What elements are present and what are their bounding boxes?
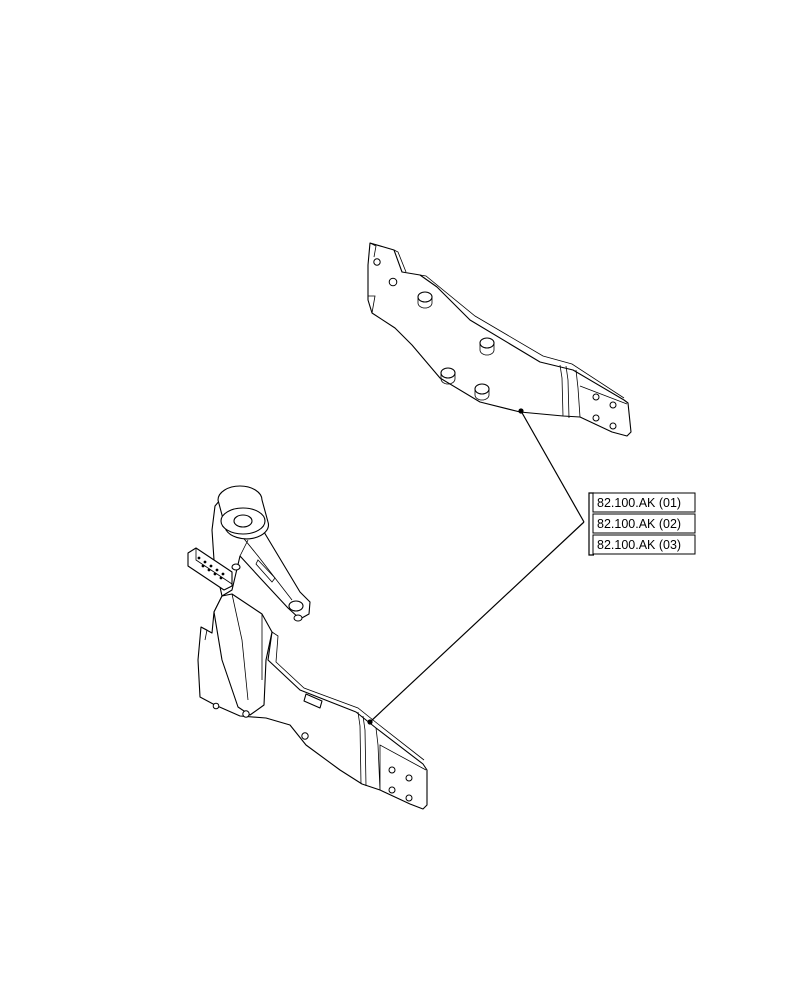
upper-plate-hole-mid	[388, 277, 398, 287]
upper-plate-flange	[559, 364, 628, 419]
leader-dot-lower	[367, 719, 373, 725]
lower-plate-hole-left	[212, 702, 220, 710]
reference-callout: 82.100.AK (01) 82.100.AK (02) 82.100.AK …	[592, 492, 696, 555]
lower-plate-flange	[357, 711, 427, 791]
lower-small-bracket	[303, 693, 323, 709]
upper-plate-hole-left	[373, 258, 381, 266]
upper-plate-bosses	[417, 291, 495, 401]
reference-label-03[interactable]: 82.100.AK (03)	[592, 534, 696, 555]
reference-label-02[interactable]: 82.100.AK (02)	[592, 513, 696, 534]
upper-plate-end-holes	[592, 393, 617, 430]
lower-plate-hole-right	[301, 732, 309, 740]
arm-roller	[217, 485, 270, 540]
reference-label-01[interactable]: 82.100.AK (01)	[592, 492, 696, 513]
callout-leaders	[367, 408, 594, 725]
lower-plate-hole-mid	[242, 710, 250, 718]
lower-plate-top-edge	[200, 626, 425, 761]
svg-text:82.100.AK (02): 82.100.AK (02)	[597, 517, 681, 531]
upper-plate-edge	[369, 242, 625, 399]
arm-slot	[255, 559, 276, 583]
leader-to-upper-plate	[520, 410, 585, 523]
lower-plate-end-holes	[388, 766, 413, 802]
upper-plate-left-step	[368, 295, 376, 314]
upper-plate-outline	[367, 242, 632, 437]
leader-dot-upper	[518, 408, 524, 414]
callout-bracket	[588, 492, 594, 556]
svg-text:82.100.AK (01): 82.100.AK (01)	[597, 496, 681, 510]
svg-text:82.100.AK (03): 82.100.AK (03)	[597, 538, 681, 552]
arm-tip-pin	[288, 600, 304, 622]
perforated-bracket	[187, 547, 241, 591]
support-column	[213, 593, 273, 716]
support-column-shading	[231, 593, 263, 701]
leader-to-lower-plate	[369, 521, 585, 723]
lower-frame-assembly[interactable]	[187, 485, 428, 810]
upper-frame-plate[interactable]	[367, 242, 632, 437]
